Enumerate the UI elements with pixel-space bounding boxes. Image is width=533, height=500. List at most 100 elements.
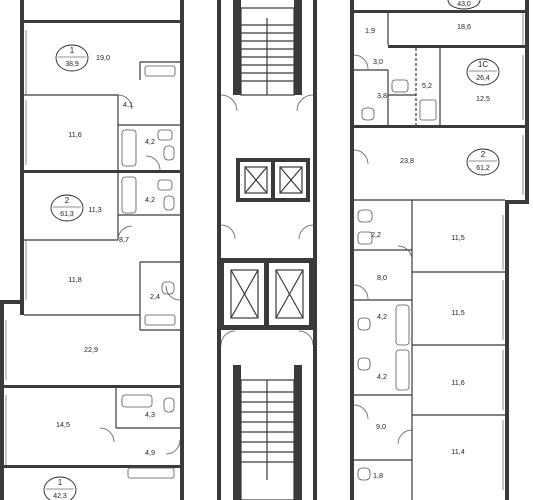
stair-wall <box>233 365 241 500</box>
door-swing-icon <box>353 149 369 165</box>
bathtub-icon <box>121 394 153 408</box>
right-wall-step <box>505 200 529 204</box>
door-swing-icon <box>397 429 413 445</box>
badge-room-count: 1С <box>478 60 488 69</box>
room-area-label: 12,5 <box>476 94 490 103</box>
apartment-badge[interactable]: 1С 26,4 <box>466 58 500 86</box>
toilet-icon <box>357 209 373 223</box>
elevator-shaft-wall <box>264 258 269 330</box>
room-area-label: 1,9 <box>365 26 375 35</box>
room-area-label: 18,6 <box>457 22 471 31</box>
apartment-badges: 1 38,9 2 61,3 1 42,3 1С 26,4 2 61,2 <box>43 0 500 500</box>
room-area-label: 2,2 <box>371 230 381 239</box>
sink-icon <box>157 129 173 141</box>
door-swing-icon <box>296 94 314 112</box>
door-swing-icon <box>117 94 133 110</box>
room-area-label: 11,6 <box>68 130 81 139</box>
door-swing-icon <box>353 54 369 70</box>
door-swing-icon <box>353 284 369 300</box>
room-area-label: 8,0 <box>377 273 387 282</box>
badge-total-area: 61,2 <box>476 165 490 172</box>
apartment-wall <box>4 465 180 468</box>
badge-room-count: 2 <box>65 196 70 205</box>
room-area-label: 22,9 <box>84 345 98 354</box>
door-swing-icon <box>220 94 238 112</box>
badge-room-count: 2 <box>481 150 486 159</box>
room-area-label: 4,2 <box>377 312 387 321</box>
room-area-label: 11,3 <box>88 205 101 214</box>
door-swing-icon <box>353 404 369 420</box>
apartment-badge[interactable]: 43,0 <box>447 0 481 10</box>
door-swing-icon <box>165 439 181 455</box>
room-area-label: 2,4 <box>150 292 160 301</box>
badge-total-area: 61,3 <box>60 211 74 218</box>
apartment-wall <box>24 20 180 23</box>
bathtub-icon <box>395 349 410 391</box>
right-building-block <box>350 0 529 500</box>
left-outer-wall <box>20 0 24 315</box>
door-swing-icon <box>117 225 133 241</box>
elevator-icon <box>279 166 303 194</box>
toilet-icon <box>357 317 371 331</box>
sink-icon <box>357 231 373 245</box>
sink-icon <box>391 79 409 93</box>
room-area-label: 8,7 <box>119 235 129 244</box>
elevator-icon <box>230 269 259 319</box>
badge-total-area: 26,4 <box>476 75 490 82</box>
badge-room-count: 1 <box>70 46 75 55</box>
room-area-label: 4,2 <box>377 372 387 381</box>
room-area-label: 11,8 <box>68 275 81 284</box>
door-swing-icon <box>165 285 181 301</box>
left-corridor-wall <box>180 0 184 500</box>
room-area-label: 4,9 <box>145 448 155 457</box>
room-area-label: 11,6 <box>451 378 464 387</box>
stair-treads <box>241 391 294 463</box>
elevator-shaft-wall <box>271 158 275 202</box>
bathtub-icon <box>121 176 137 214</box>
apartment-wall <box>4 385 180 388</box>
stair-wall <box>294 0 302 95</box>
elevator-shaft-wall <box>236 158 240 202</box>
elevator-shaft-wall <box>219 258 224 330</box>
elevator-icon <box>275 269 304 319</box>
room-area-label: 23,8 <box>400 156 414 165</box>
kitchen-counter-icon <box>127 467 175 479</box>
apartment-badge[interactable]: 2 61,3 <box>50 194 84 222</box>
toilet-icon <box>361 107 375 121</box>
central-core <box>217 0 317 500</box>
room-area-label: 3,8 <box>377 91 387 100</box>
door-swing-icon <box>220 224 236 240</box>
badge-total-area: 43,0 <box>457 1 471 8</box>
kitchen-counter-icon <box>419 99 437 121</box>
kitchen-counter-icon <box>144 65 176 77</box>
toilet-icon <box>357 467 371 481</box>
room-area-label: 3,0 <box>373 57 383 66</box>
stair-treads <box>241 24 294 82</box>
bathtub-icon <box>144 314 176 326</box>
room-area-label: 4,1 <box>123 100 133 109</box>
toilet-icon <box>163 195 175 211</box>
left-building-block <box>0 0 184 500</box>
room-area-label: 11,5 <box>451 233 464 242</box>
door-swing-icon <box>298 330 314 346</box>
apartment-wall <box>354 10 525 13</box>
right-outer-wall-lower <box>505 200 509 500</box>
door-swing-icon <box>220 330 236 346</box>
left-outer-wall-lower <box>0 300 4 500</box>
apartment-badge[interactable]: 1 42,3 <box>43 476 77 500</box>
badge-total-area: 38,9 <box>65 61 79 68</box>
room-area-label: 4,2 <box>145 195 155 204</box>
stair-wall <box>233 0 241 95</box>
apartment-badge[interactable]: 1 38,9 <box>55 44 89 72</box>
room-area-label: 11,5 <box>451 308 464 317</box>
door-swing-icon <box>99 427 115 443</box>
room-area-label: 14,5 <box>56 420 70 429</box>
door-swing-icon <box>145 155 161 171</box>
room-area-labels: 19,0 4,1 11,6 4,2 4,2 11,3 8,7 11,8 2,4 … <box>56 22 490 480</box>
bathtub-icon <box>121 129 137 167</box>
toilet-icon <box>163 397 175 413</box>
apartment-badge[interactable]: 2 61,2 <box>466 148 500 176</box>
apartment-wall <box>354 125 525 128</box>
apartment-wall <box>24 170 180 173</box>
